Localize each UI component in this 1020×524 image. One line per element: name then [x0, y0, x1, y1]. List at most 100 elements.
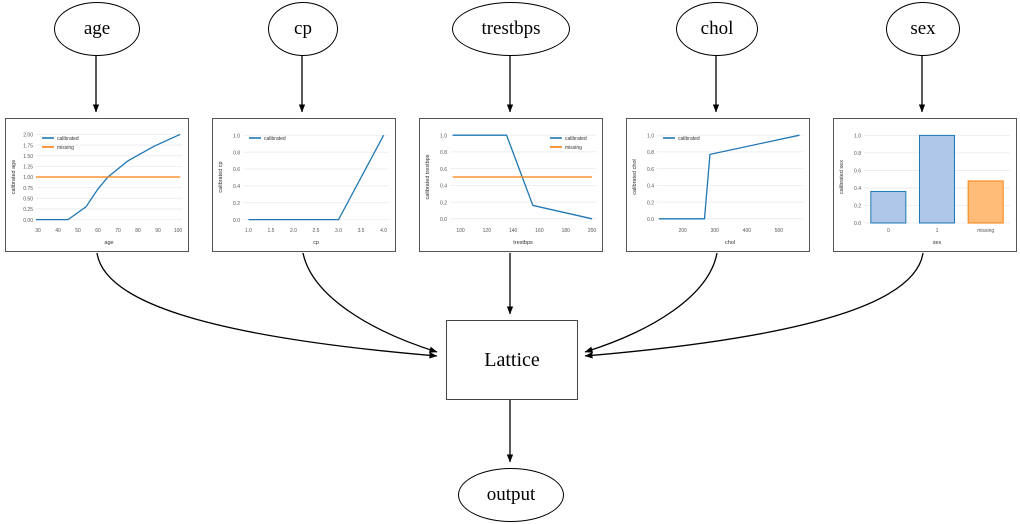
x-tick-label: 180 — [562, 228, 571, 234]
y-tick-label: 1.00 — [23, 175, 33, 181]
plot-area — [243, 131, 389, 223]
lattice-box[interactable]: Lattice — [446, 320, 578, 400]
x-tick-label: 200 — [588, 228, 597, 234]
series-calibrated — [658, 134, 800, 220]
y-tick-label: 0.8 — [233, 150, 240, 156]
x-axis-label: chol — [725, 240, 735, 246]
node-sex[interactable]: sex — [886, 2, 960, 56]
x-tick-label: 2.0 — [290, 228, 297, 234]
y-tick-label: 0.0 — [440, 217, 447, 223]
y-tick-label: 1.50 — [23, 154, 33, 160]
y-tick-label: 1.0 — [647, 133, 654, 139]
lattice-label: Lattice — [484, 348, 540, 371]
y-tick-label: 0.4 — [233, 184, 240, 190]
x-tick-label: 3.0 — [335, 228, 342, 234]
node-trestbps-label: trestbps — [481, 18, 541, 39]
series-calibrated — [452, 134, 593, 220]
y-tick-label: 0.2 — [440, 200, 447, 206]
bar-0 — [870, 190, 907, 224]
legend-label: calibrated — [264, 136, 286, 142]
y-tick-label: 1.25 — [23, 165, 33, 171]
node-age[interactable]: age — [54, 2, 140, 56]
x-tick-label: 3.5 — [358, 228, 365, 234]
y-tick-label: 1.0 — [233, 133, 240, 139]
y-tick-label: 0.2 — [854, 204, 861, 210]
node-output[interactable]: output — [458, 468, 564, 522]
x-tick-label: 1 — [936, 228, 939, 234]
x-axis-label: trestbps — [513, 240, 533, 246]
node-output-label: output — [486, 484, 536, 505]
legend-label: calibrated — [678, 136, 700, 142]
legend-label: calibrated — [565, 136, 587, 142]
x-tick-label: 30 — [35, 228, 41, 234]
x-tick-label: 60 — [95, 228, 101, 234]
node-chol[interactable]: chol — [676, 2, 758, 56]
edge-cp-plot-to-lattice — [302, 252, 438, 353]
y-tick-label: 0.4 — [440, 184, 447, 190]
x-tick-label: 500 — [775, 228, 784, 234]
y-tick-label: 0.6 — [440, 167, 447, 173]
y-axis-label: calibrated trestbps — [425, 154, 431, 199]
x-axis-label: age — [104, 240, 113, 246]
y-tick-label: 0.6 — [854, 169, 861, 175]
y-tick-label: 2.00 — [23, 133, 33, 139]
y-tick-label: 0.75 — [23, 186, 33, 192]
y-tick-label: 0.25 — [23, 207, 33, 213]
series-calibrated — [36, 133, 181, 221]
x-tick-label: 200 — [678, 228, 687, 234]
y-tick-label: 0.0 — [233, 218, 240, 224]
y-tick-label: 0.50 — [23, 196, 33, 202]
edge-chol-plot-to-lattice — [584, 252, 718, 353]
x-tick-label: 1.5 — [267, 228, 274, 234]
x-tick-label: 160 — [535, 228, 544, 234]
legend-label: missing — [57, 145, 74, 151]
x-tick-label: 90 — [155, 228, 161, 234]
x-axis-label: cp — [313, 240, 319, 246]
y-tick-label: 1.0 — [854, 134, 861, 140]
y-tick-label: 0.6 — [647, 167, 654, 173]
x-tick-label: missing — [977, 228, 994, 234]
node-sex-label: sex — [910, 18, 936, 39]
y-axis-label: calibrated sex — [839, 160, 845, 194]
x-tick-label: 2.5 — [313, 228, 320, 234]
legend-label: calibrated — [57, 136, 79, 142]
x-tick-label: 50 — [75, 228, 81, 234]
node-cp-label: cp — [294, 18, 312, 39]
series-calibrated — [248, 134, 385, 221]
x-tick-label: 0 — [887, 228, 890, 234]
y-tick-label: 0.6 — [233, 167, 240, 173]
chart-sex: 0.0 0.2 0.4 0.6 0.8 1.0 sex calibrated sex 0 1 mis… — [839, 131, 1010, 246]
legend-label: missing — [565, 145, 582, 151]
y-tick-label: 0.4 — [854, 186, 861, 192]
y-tick-label: 0.00 — [23, 218, 33, 224]
edge-sex-plot-to-lattice — [584, 252, 924, 359]
x-tick-label: 70 — [115, 228, 121, 234]
y-tick-label: 0.2 — [233, 201, 240, 207]
y-tick-label: 1.75 — [23, 143, 33, 149]
node-chol-label: chol — [700, 18, 734, 39]
node-trestbps[interactable]: trestbps — [452, 2, 570, 56]
y-tick-label: 0.8 — [440, 150, 447, 156]
y-tick-label: 1.0 — [440, 133, 447, 139]
node-cp[interactable]: cp — [268, 2, 338, 56]
y-tick-label: 0.8 — [854, 151, 861, 157]
y-tick-label: 0.0 — [647, 217, 654, 223]
y-axis-label: calibrated cp — [218, 161, 224, 192]
y-axis-label: calibrated chol — [632, 159, 638, 194]
x-tick-label: 400 — [743, 228, 752, 234]
x-tick-label: 140 — [509, 228, 518, 234]
y-tick-label: 0.0 — [854, 221, 861, 227]
plot-panel-sex: 0.0 0.2 0.4 0.6 0.8 1.0 sex calibrated sex 0 1 mis… — [833, 118, 1017, 252]
x-tick-label: 80 — [135, 228, 141, 234]
x-axis-label: sex — [933, 240, 942, 246]
x-tick-label: 120 — [483, 228, 492, 234]
bar-1 — [918, 134, 956, 224]
